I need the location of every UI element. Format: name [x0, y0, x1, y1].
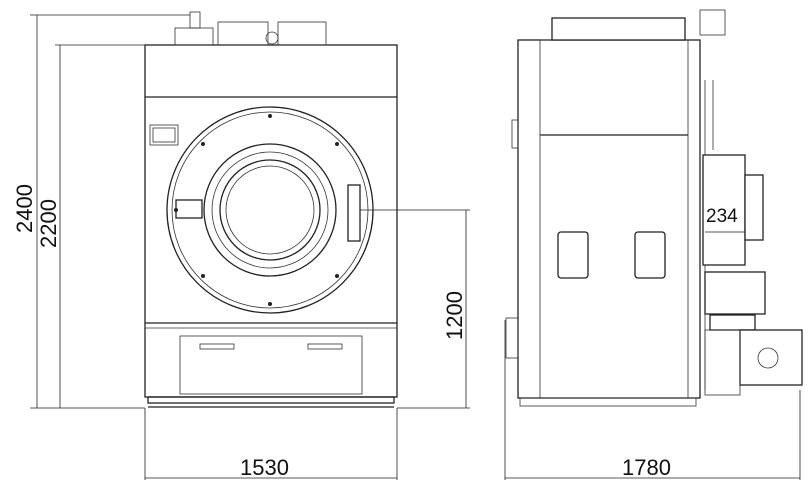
dim-door-center-height: 1200 [442, 291, 467, 340]
dimension-lines [30, 14, 801, 480]
dim-front-width: 1530 [240, 455, 289, 480]
dim-side-depth: 1780 [622, 455, 671, 480]
dim-body-height: 2200 [36, 199, 61, 248]
dim-total-height: 2400 [12, 184, 37, 233]
side-view [505, 9, 803, 407]
dim-side-offset: 234 [706, 206, 738, 227]
front-view [144, 11, 398, 408]
